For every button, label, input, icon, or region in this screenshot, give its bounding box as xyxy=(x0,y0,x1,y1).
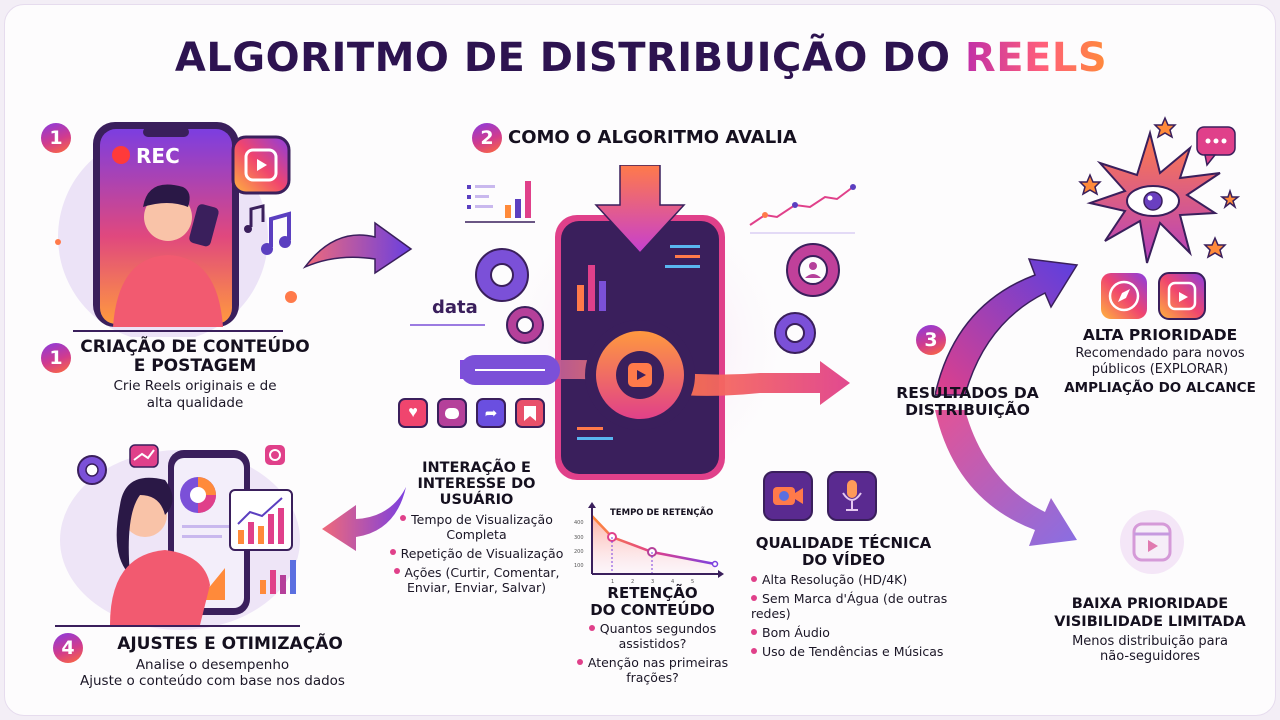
svg-text:100: 100 xyxy=(574,563,584,569)
video-camera-icon xyxy=(763,471,813,521)
retention-bullet: Atenção nas primeiras frações? xyxy=(565,655,740,685)
share-icon: ➦ xyxy=(476,398,506,428)
retention-heading-line1: RETENÇÃO xyxy=(607,584,698,602)
low-priority-desc-line2: não-seguidores xyxy=(1099,649,1200,665)
svg-text:200: 200 xyxy=(574,549,584,555)
reach-expansion-label: AMPLIAÇÃO DO ALCANCE xyxy=(1064,380,1256,397)
explore-compass-icon xyxy=(1101,273,1147,319)
flow-arrow-1-to-2 xyxy=(301,205,417,285)
chat-bubble-icon xyxy=(1196,126,1236,167)
retention-block: RETENÇÃO DO CONTEÚDO Quantos segundos as… xyxy=(565,585,740,689)
step3-badge: 3 xyxy=(916,325,946,355)
low-priority-desc-line1: Menos distribuição para xyxy=(1072,633,1228,649)
interaction-bullet: Repetição de Visualização xyxy=(389,546,564,561)
svg-text:1: 1 xyxy=(611,579,614,585)
step2-heading: COMO O ALGORITMO AVALIA xyxy=(508,127,797,148)
comment-icon xyxy=(437,398,467,428)
svg-text:4: 4 xyxy=(671,579,674,585)
bar-chart-icon xyxy=(229,489,293,551)
step4-badge: 4 xyxy=(53,633,83,663)
high-priority-heading: ALTA PRIORIDADE xyxy=(1082,326,1238,344)
star-icon xyxy=(1153,116,1177,139)
step4-text-block: AJUSTES E OTIMIZAÇÃO Analise o desempenh… xyxy=(60,635,365,689)
gear-icon xyxy=(77,455,107,485)
instagram-icon xyxy=(265,445,285,465)
interaction-heading-line2: INTERESSE DO xyxy=(417,475,536,492)
faded-reels-icon xyxy=(1120,510,1184,574)
bookmark-icon xyxy=(515,398,545,428)
retention-bullet: Quantos segundos assistidos? xyxy=(565,621,740,651)
gear-icon-left-small xyxy=(506,306,544,344)
rec-label: REC xyxy=(136,144,180,168)
step1-heading-line1: CRIAÇÃO DE CONTEÚDO xyxy=(80,337,310,357)
step3-heading-line1: RESULTADOS DA xyxy=(896,384,1039,402)
retention-heading-line2: DO CONTEÚDO xyxy=(590,600,715,619)
heart-icon: ♥ xyxy=(398,398,428,428)
step1-top-badge: 1 xyxy=(41,123,71,153)
step4-illustration xyxy=(50,430,310,630)
gear-icon-right-small xyxy=(774,312,816,354)
data-label: data xyxy=(432,297,478,318)
step2-badge: 2 xyxy=(472,123,502,153)
reels-icon xyxy=(1158,272,1206,320)
flow-arrow-to-low xyxy=(935,405,1085,575)
svg-text:400: 400 xyxy=(574,520,584,526)
step3-heading-block: RESULTADOS DA DISTRIBUIÇÃO xyxy=(895,384,1040,420)
interaction-bullet: Ações (Curtir, Comentar, Enviar, Enviar,… xyxy=(389,565,564,595)
step1-desc-line2: alta qualidade xyxy=(146,394,244,411)
quality-block: QUALIDADE TÉCNICA DO VÍDEO Alta Resoluçã… xyxy=(751,535,966,663)
title-main-text: ALGORITMO DE DISTRIBUIÇÃO DO xyxy=(174,35,965,81)
step1-heading-line2: E POSTAGEM xyxy=(133,355,257,376)
high-priority-desc-line1: Recomendado para novos xyxy=(1075,346,1245,362)
step4-desc-line2: Ajuste o conteúdo com base nos dados xyxy=(80,672,345,689)
svg-text:300: 300 xyxy=(574,535,584,541)
flow-arrow-to-high xyxy=(935,230,1085,400)
infographic-canvas: ALGORITMO DE DISTRIBUIÇÃO DO REELS 1 REC xyxy=(4,4,1276,716)
quality-bullet: Alta Resolução (HD/4K) xyxy=(751,572,966,587)
step4-heading: AJUSTES E OTIMIZAÇÃO xyxy=(117,634,343,654)
quality-bullet: Sem Marca d'Água (de outras redes) xyxy=(751,591,948,621)
step1-text-block: CRIAÇÃO DE CONTEÚDO E POSTAGEM Crie Reel… xyxy=(75,338,315,411)
quality-heading-line1: QUALIDADE TÉCNICA xyxy=(755,534,932,552)
step1-badge: 1 xyxy=(41,343,71,373)
gear-user-icon xyxy=(786,243,840,297)
quality-heading-line2: DO VÍDEO xyxy=(801,550,886,569)
microphone-icon xyxy=(827,471,877,521)
step3-heading-line2: DISTRIBUIÇÃO xyxy=(905,401,1030,420)
low-priority-block: BAIXA PRIORIDADE VISIBILIDADE LIMITADA M… xyxy=(1040,596,1260,665)
page-title: ALGORITMO DE DISTRIBUIÇÃO DO REELS xyxy=(5,35,1275,81)
quality-bullet: Uso de Tendências e Músicas xyxy=(751,644,966,659)
quality-bullet: Bom Áudio xyxy=(751,625,966,640)
gear-icon-left-large xyxy=(475,248,529,302)
high-priority-illustration xyxy=(1075,113,1255,323)
step1-illustration: REC xyxy=(43,117,333,337)
quality-icons-row xyxy=(763,471,877,521)
engagement-icons-row: ♥ ➦ xyxy=(398,398,545,428)
retention-chart: 400 300 200 100 1 2 3 4 5 TEMPO DE RETEN… xyxy=(570,500,735,590)
interaction-bullet: Tempo de Visualização Completa xyxy=(389,512,564,542)
interaction-block: INTERAÇÃO E INTERESSE DO USUÁRIO Tempo d… xyxy=(389,460,564,599)
low-priority-heading-line2: VISIBILIDADE LIMITADA xyxy=(1054,613,1246,630)
svg-text:3: 3 xyxy=(651,579,654,585)
step4-desc-line1: Analise o desempenho xyxy=(135,656,290,673)
title-accent-text: REELS xyxy=(964,35,1108,81)
high-priority-desc-line2: públicos (EXPLORAR) xyxy=(1091,361,1229,377)
svg-text:5: 5 xyxy=(691,579,694,585)
mini-bar-chart-icon xyxy=(465,181,535,223)
interaction-heading-line1: INTERAÇÃO E xyxy=(422,460,531,476)
high-priority-block: ALTA PRIORIDADE Recomendado para novos p… xyxy=(1045,326,1275,397)
svg-text:2: 2 xyxy=(631,579,634,585)
retention-chart-title: TEMPO DE RETENÇÃO xyxy=(610,507,713,518)
interaction-heading-line3: USUÁRIO xyxy=(439,491,514,508)
low-priority-heading-line1: BAIXA PRIORIDADE xyxy=(1071,596,1229,612)
step1-desc-line1: Crie Reels originais e de xyxy=(113,378,277,395)
flow-arrow-2-to-4 xyxy=(320,483,410,553)
algorithm-illustration xyxy=(405,165,885,485)
